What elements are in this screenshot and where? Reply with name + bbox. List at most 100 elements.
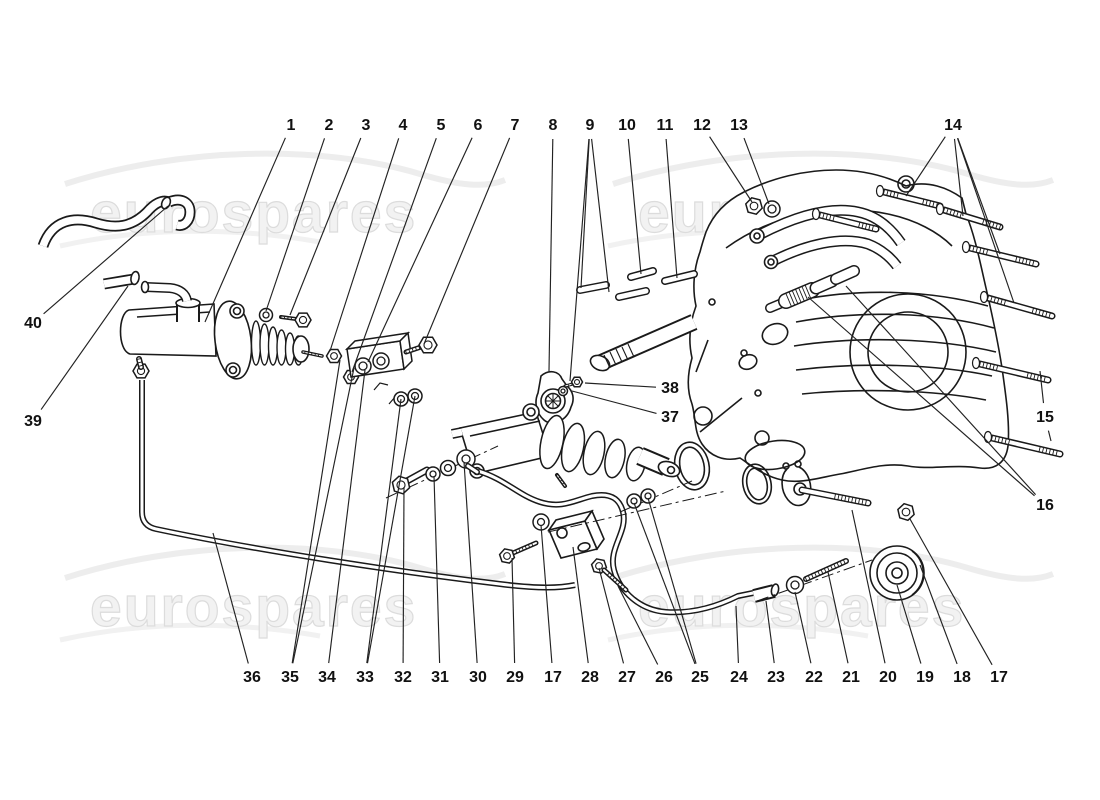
leader-line-35 bbox=[292, 367, 355, 664]
callout-19: 19 bbox=[916, 669, 934, 686]
callout-2: 2 bbox=[325, 117, 334, 134]
leader-line-9 bbox=[569, 138, 590, 382]
callout-38: 38 bbox=[661, 380, 679, 397]
leader-line-5 bbox=[351, 138, 437, 373]
leader-line-4 bbox=[329, 138, 400, 352]
callout-13: 13 bbox=[730, 117, 748, 134]
hydraulic-pipes bbox=[139, 380, 754, 616]
leader-line-16 bbox=[807, 296, 1035, 497]
leader-line-12 bbox=[709, 136, 753, 203]
callout-4: 4 bbox=[399, 117, 408, 134]
leader-lines bbox=[40, 136, 1052, 666]
callout-34: 34 bbox=[318, 669, 336, 686]
leader-line-34 bbox=[328, 369, 366, 664]
leader-line-16 bbox=[845, 285, 1037, 495]
leader-line-11 bbox=[665, 138, 678, 279]
callout-28: 28 bbox=[581, 669, 599, 686]
leader-line-26 bbox=[617, 585, 659, 665]
leader-line-39 bbox=[40, 285, 129, 410]
callout-17: 17 bbox=[544, 669, 562, 686]
callout-1: 1 bbox=[287, 117, 296, 134]
callout-18: 18 bbox=[953, 669, 971, 686]
leader-line-10 bbox=[627, 138, 642, 275]
leader-line-14 bbox=[957, 138, 1001, 255]
leader-line-25 bbox=[647, 497, 697, 664]
callout-32: 32 bbox=[394, 669, 412, 686]
callout-7: 7 bbox=[511, 117, 520, 134]
callout-33: 33 bbox=[356, 669, 374, 686]
leader-line-23 bbox=[765, 600, 775, 664]
callout-21: 21 bbox=[842, 669, 860, 686]
callout-27: 27 bbox=[618, 669, 636, 686]
callout-22: 22 bbox=[805, 669, 823, 686]
leader-line-3 bbox=[289, 137, 362, 316]
callout-9: 9 bbox=[586, 117, 595, 134]
callout-12: 12 bbox=[693, 117, 711, 134]
clutch-slave-cylinder bbox=[451, 403, 681, 482]
callout-39: 39 bbox=[24, 413, 42, 430]
leader-line-17 bbox=[909, 518, 993, 666]
leader-line-9 bbox=[591, 138, 610, 293]
leader-line-7 bbox=[423, 137, 511, 345]
callout-16: 16 bbox=[1036, 497, 1054, 514]
callout-3: 3 bbox=[362, 117, 371, 134]
leader-line-27 bbox=[598, 567, 625, 664]
leader-line-22 bbox=[794, 591, 812, 664]
cable-pulley bbox=[869, 545, 925, 601]
leader-line-15 bbox=[1039, 370, 1045, 404]
callout-26: 26 bbox=[655, 669, 673, 686]
leader-line-14 bbox=[905, 136, 946, 197]
leader-line-38 bbox=[584, 382, 657, 388]
leader-line-14 bbox=[956, 138, 1015, 304]
leader-line-6 bbox=[367, 137, 473, 363]
clutch-master-cylinder bbox=[119, 297, 310, 380]
leader-line-8 bbox=[548, 138, 554, 372]
callout-35: 35 bbox=[281, 669, 299, 686]
leader-line-14 bbox=[953, 138, 964, 217]
leader-line-29 bbox=[511, 557, 516, 664]
callout-25: 25 bbox=[691, 669, 709, 686]
leader-line-33 bbox=[366, 398, 402, 664]
callout-24: 24 bbox=[730, 669, 748, 686]
leader-line-21 bbox=[827, 571, 849, 664]
leader-line-28 bbox=[572, 546, 589, 664]
seals-and-circlip bbox=[673, 441, 812, 507]
clutch-fork-levers bbox=[749, 204, 906, 270]
leader-line-33 bbox=[366, 395, 416, 664]
leader-line-31 bbox=[433, 475, 441, 664]
pipe-union bbox=[752, 583, 780, 603]
leader-line-17 bbox=[540, 524, 553, 664]
leader-line-36 bbox=[212, 532, 249, 664]
callout-11: 11 bbox=[657, 117, 674, 134]
callout-15: 15 bbox=[1036, 409, 1054, 426]
leader-line-25 bbox=[633, 502, 696, 665]
leader-line-32 bbox=[402, 486, 405, 664]
input-shaft bbox=[589, 314, 698, 372]
callout-14: 14 bbox=[944, 117, 962, 134]
callout-6: 6 bbox=[474, 117, 483, 134]
pipe-bracket-block bbox=[547, 509, 605, 559]
callout-23: 23 bbox=[767, 669, 785, 686]
leader-line-2 bbox=[265, 138, 326, 312]
leader-line-20 bbox=[851, 509, 886, 664]
callout-40: 40 bbox=[24, 315, 42, 332]
callout-30: 30 bbox=[469, 669, 487, 686]
centerlines bbox=[385, 445, 873, 602]
diagram-artwork bbox=[37, 169, 1064, 616]
callout-5: 5 bbox=[437, 117, 446, 134]
leader-line-1 bbox=[204, 137, 286, 323]
leader-line-24 bbox=[735, 605, 739, 664]
clutch-housing bbox=[687, 169, 1010, 483]
callout-37: 37 bbox=[661, 409, 679, 426]
leader-line-30 bbox=[463, 461, 478, 664]
leader-line-35 bbox=[291, 359, 341, 664]
leader-line-9 bbox=[580, 138, 590, 289]
leader-line-40 bbox=[43, 205, 169, 315]
leader-line-13 bbox=[743, 137, 770, 205]
callout-36: 36 bbox=[243, 669, 261, 686]
leader-line-15 bbox=[1047, 430, 1052, 442]
leader-line-18 bbox=[919, 564, 958, 665]
